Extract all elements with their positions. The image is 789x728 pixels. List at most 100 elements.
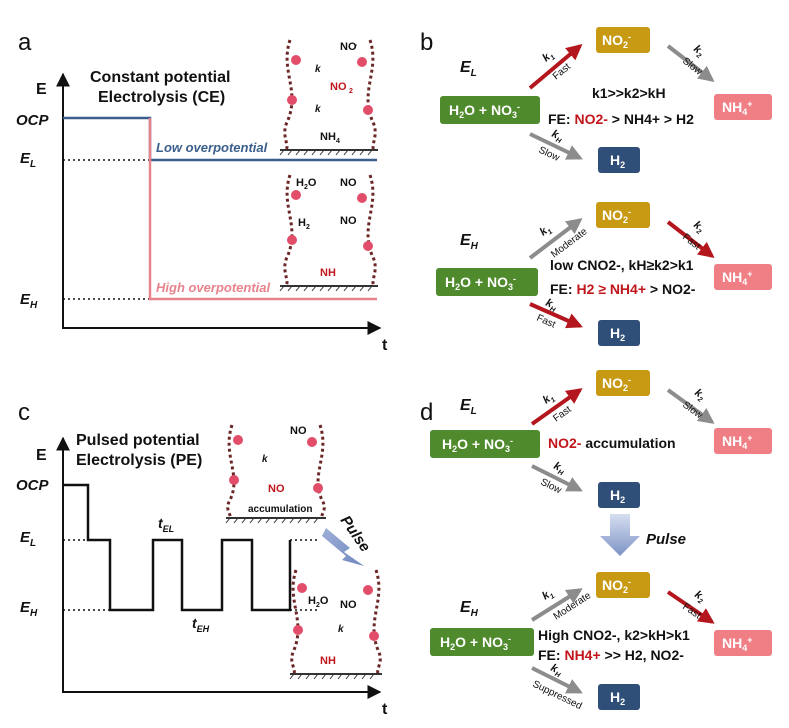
b-top-nh4-box [714,94,772,120]
svg-text:2: 2 [349,88,353,95]
b-bottom-kh-label: kH [543,297,560,315]
d-top-accumulation: NO2- accumulation [548,435,676,451]
d-bottom-kh-arrow [531,666,583,694]
c-ocp-label: OCP [16,477,50,494]
b-bottom-no2-text: NO2- [602,207,631,225]
c-pulse-arrow [322,528,364,566]
panel-a-letter: a [18,29,32,56]
d-bottom-nh4-text: NH4+ [722,635,753,653]
svg-text:k: k [315,64,321,75]
b-top-kh-label: kH [549,128,566,146]
b-bottom-reactant-text: H2O + NO3- [445,274,516,292]
b-top-no2-text: NO2- [602,32,631,50]
b-bottom-h2-box [598,320,640,346]
d-bottom-nh4-box [714,630,772,656]
b-bottom-k2-arrow [666,220,715,258]
d-top-h2-text: H2 [610,487,625,505]
c-axis-E: E [36,447,47,464]
b-top-kh-arrow [529,132,583,160]
c-el-label: EL [20,529,36,549]
c-title-1: Pulsed potential [76,432,200,449]
c-illustration-bottom: H2O NO k NH [289,569,382,680]
b-top-k1-arrow [528,43,583,90]
d-top-kh-label: kH [551,460,568,478]
d-bottom-fe: FE: NH4+ >> H2, NO2- [538,647,684,663]
d-top-no2-text: NO2- [602,375,631,393]
svg-text:H2O: H2O [296,177,317,191]
c-tel-label: tEL [158,515,174,534]
b-top-rate-relation: k1>>k2>kH [592,85,666,101]
d-bottom-k1-label: k1 [540,587,556,604]
svg-text:NH: NH [320,655,336,667]
svg-text:H2: H2 [298,217,310,231]
svg-text:NO: NO [340,215,357,227]
svg-text:NO: NO [268,483,285,495]
d-pulse-label: Pulse [646,531,686,548]
a-illustration-top: NO - NO 2 k k NH 4 [279,39,378,156]
svg-text:NO: NO [330,81,347,93]
a-high-trace [148,118,377,301]
a-low-label: Low overpotential [156,140,268,155]
d-bottom-kh-speed: Suppressed [531,679,584,712]
a-title-2: Electrolysis (CE) [98,89,225,106]
d-top-h2-box [598,482,640,508]
panel-a: a E t OCP EL EH Constant potential Elect… [16,29,388,354]
d-bottom-rate-relation: High CNO2-, k2>kH>k1 [538,627,690,643]
svg-text:-: - [355,42,358,49]
d-bottom-potential: EH [460,599,479,619]
b-top-h2-text: H2 [610,152,625,170]
d-bottom-h2-text: H2 [610,689,625,707]
a-axis-E: E [36,81,47,98]
panel-c-letter: c [18,399,30,426]
c-teh-label: tEH [192,615,210,634]
b-bottom-h2-text: H2 [610,325,625,343]
b-top-reactant-text: H2O + NO3- [449,102,520,120]
svg-text:NO: NO [340,177,357,189]
d-top-nh4-box [714,428,772,454]
d-bottom-no2-box [596,572,650,598]
svg-text:NO: NO [340,599,357,611]
b-bottom-k1-arrow [528,218,583,260]
b-top-h2-box [598,147,640,173]
d-top-k2-label: k2 [691,387,707,404]
b-top-k2-arrow [666,44,715,82]
b-top-no2-box [596,27,650,53]
b-bottom-kh-arrow [529,302,583,329]
d-top-nh4-text: NH4+ [722,433,753,451]
d-bottom-kh-label: kH [548,662,565,680]
b-bottom-nh4-box [714,264,772,290]
b-top-nh4-text: NH4+ [722,99,753,117]
b-bottom-k1-speed: Moderate [549,226,590,260]
b-bottom-no2-box [596,202,650,228]
c-pulse-trace [63,483,292,612]
d-top-reactant-text: H2O + NO3- [442,436,513,454]
svg-text:NO: NO [290,425,307,437]
b-top-k2-speed: Slow [680,56,704,78]
b-top-k2-label: k2 [690,43,707,60]
d-bottom-h2-box [598,684,640,710]
c-illustration-top: NO k NO accumulation [225,424,326,524]
panel-b-letter: b [420,29,433,56]
a-el-label: EL [20,150,36,170]
b-bottom-k2-speed: Fast [680,232,702,253]
b-bottom-potential: EH [460,232,479,252]
svg-text:k: k [338,624,344,635]
a-illustration-bottom: H2O NO NO H2 NH [279,174,378,292]
svg-text:k: k [315,104,321,115]
d-bottom-k2-label: k2 [691,589,707,606]
b-bottom-reactant-box [436,268,538,296]
c-axis-t: t [382,701,388,718]
d-bottom-k2-arrow [666,590,715,624]
b-bottom-rate-relation: low CNO2-, kH≥k2>k1 [550,257,694,273]
d-bottom-no2-text: NO2- [602,577,631,595]
b-bottom-fe: FE: H2 ≥ NH4+ > NO2- [550,281,696,297]
panel-b: b EL H2O + NO3- NO2- NH4+ H2 k1 Fast k2 … [420,27,772,346]
a-high-label: High overpotential [156,280,271,295]
svg-text:k: k [262,454,268,465]
b-top-reactant-box [440,96,540,124]
b-top-potential: EL [460,59,477,79]
d-bottom-k1-arrow [530,588,583,622]
a-eh-label: EH [20,291,38,311]
d-top-reactant-box [430,430,540,458]
b-bottom-k2-label: k2 [690,219,707,236]
